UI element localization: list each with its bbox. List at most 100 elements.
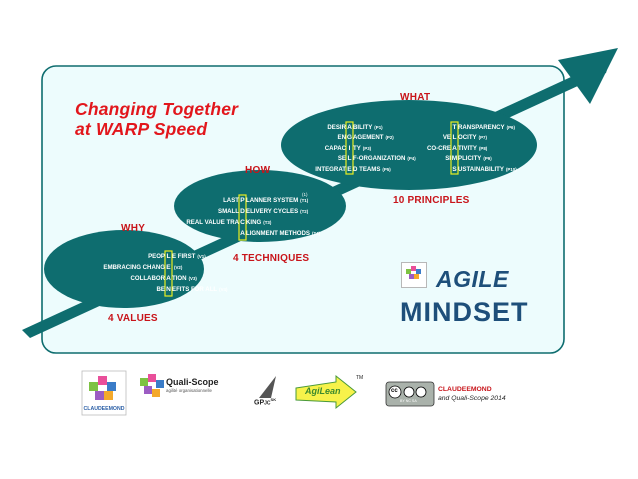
trademark-mark: TM [356,375,364,381]
how-row-acronym-letter: C [240,219,245,226]
mini-cube-logo [401,262,427,288]
why-row-prefix: PEOP [148,253,165,260]
what-right-row-suffix: TIVITY [458,144,477,152]
how-acronym-box [238,194,247,241]
what-left-row-tag: (P3) [362,145,372,151]
what-right-row-suffix: PLICITY [458,155,482,163]
what-right-row-acronym-letter: S [452,165,457,173]
why-row-tag: (V1) [197,254,206,259]
how-row-acronym-letter: P [240,197,245,204]
what-right-row-suffix: RANSPARENCY [458,124,505,131]
what-right-row-suffix: USTAINABILITY [458,165,504,173]
what-left-row-prefix: DESIR [327,124,346,131]
creative-commons-badge [385,381,435,407]
what-left-row-tag: (P1) [374,125,383,130]
how-count-label: 4 TECHNIQUES [233,253,310,264]
why-row-suffix: E FIRST [172,253,196,260]
quali-scope-tagline: agilité organisationnelle [166,388,212,393]
what-left-row-suffix: TY [353,144,361,152]
why-row-acronym-letter: A [166,275,171,282]
what-left-row-tag: (P5) [382,166,391,172]
mindset-word: MINDSET [400,297,529,327]
what-right-row-acronym-letter: L [452,134,457,142]
what-right-row-tag: (P8) [478,145,488,151]
what-left-row-suffix: F-ORGANIZATION [353,155,406,163]
how-row-suffix: LANNER SYSTEM [246,197,299,204]
why-row-suffix: EFITS FOR ALL [172,286,218,293]
license-year: and Quali-Scope 2014 [438,395,506,402]
why-count-label: 4 VALUES [108,313,158,324]
license-brand: CLAUDEEMOND [438,386,492,393]
quali-scope-name: Quali-Scope [166,377,219,387]
what-left-row-suffix: AGEMENT [353,134,384,142]
gpjc-jc: JC [264,400,271,407]
why-row-acronym-letter: N [166,286,171,293]
how-row-suffix: LIGNMENT METHODS [246,230,310,237]
how-footnote-marker: (1) [302,192,308,197]
how-row-prefix: REAL VALUE TRA [186,219,239,226]
what-right-row-tag: (P6) [506,125,515,130]
what-left-row-acronym-letter: E [347,165,352,173]
agilean-logo [295,374,357,410]
growth-arrow-head [558,48,618,104]
what-left-row-acronym-letter: I [348,144,351,152]
how-row-prefix: LAST [223,197,239,204]
what-left-row-acronym-letter: A [347,124,352,131]
how-row-tag: (T2) [300,209,309,214]
what-left-row-prefix: SE [337,155,346,163]
why-label: WHY [121,223,146,234]
what-right-row-prefix: SI [445,155,451,163]
gpjc-text: GPJCSK [254,397,276,406]
what-right-row-tag: (P10) [505,166,517,172]
why-row-acronym-letter: L [166,253,171,260]
why-row-prefix: BE [156,286,165,293]
gpjc-sk: SK [270,397,277,402]
title-line-2: at WARP Speed [75,119,208,139]
what-right-row-suffix: OCITY [458,134,477,142]
what-right-acronym-box [450,121,459,175]
what-right-row-acronym-letter: M [451,155,458,163]
how-row-tag: (T1) [300,198,309,203]
what-left-row-acronym-letter: G [346,134,353,142]
what-right-row-prefix: CO-CRE [426,144,451,152]
what-left-row-tag: (P2) [385,135,394,141]
what-right-row-tag: (P9) [483,156,492,162]
gpjc-quill-icon [259,376,276,398]
how-row-acronym-letter: A [240,230,245,237]
what-left-row-prefix: EN [337,134,346,142]
cc-license-caption: BY NC SA [400,399,417,403]
how-row-suffix: KING [246,219,262,226]
why-row-tag: (V3) [188,276,197,281]
how-row-prefix: SMALL [218,208,239,215]
why-row-prefix: COLLABOR [130,275,165,282]
why-oval [44,230,204,308]
what-oval [281,100,537,190]
how-row-tag: (T3) [263,220,272,225]
why-acronym-box [164,250,173,297]
what-left-row-prefix: INTEGRAT [315,165,346,173]
what-left-row-prefix: CAPAC [324,144,346,152]
why-row-tag: (V4) [219,287,228,292]
what-right-row-acronym-letter: T [452,124,457,131]
why-row-prefix: EMBRACING CHANG [103,264,165,271]
what-right-row-tag: (P7) [478,135,487,141]
gpjc-gp: GP [254,399,265,407]
title-line-1: Changing Together [75,99,239,119]
cc-symbol: cc [391,388,398,394]
why-row-suffix: TION [172,275,187,282]
quali-scope-logo-icon [140,374,164,397]
what-left-row-tag: (P4) [407,156,416,162]
